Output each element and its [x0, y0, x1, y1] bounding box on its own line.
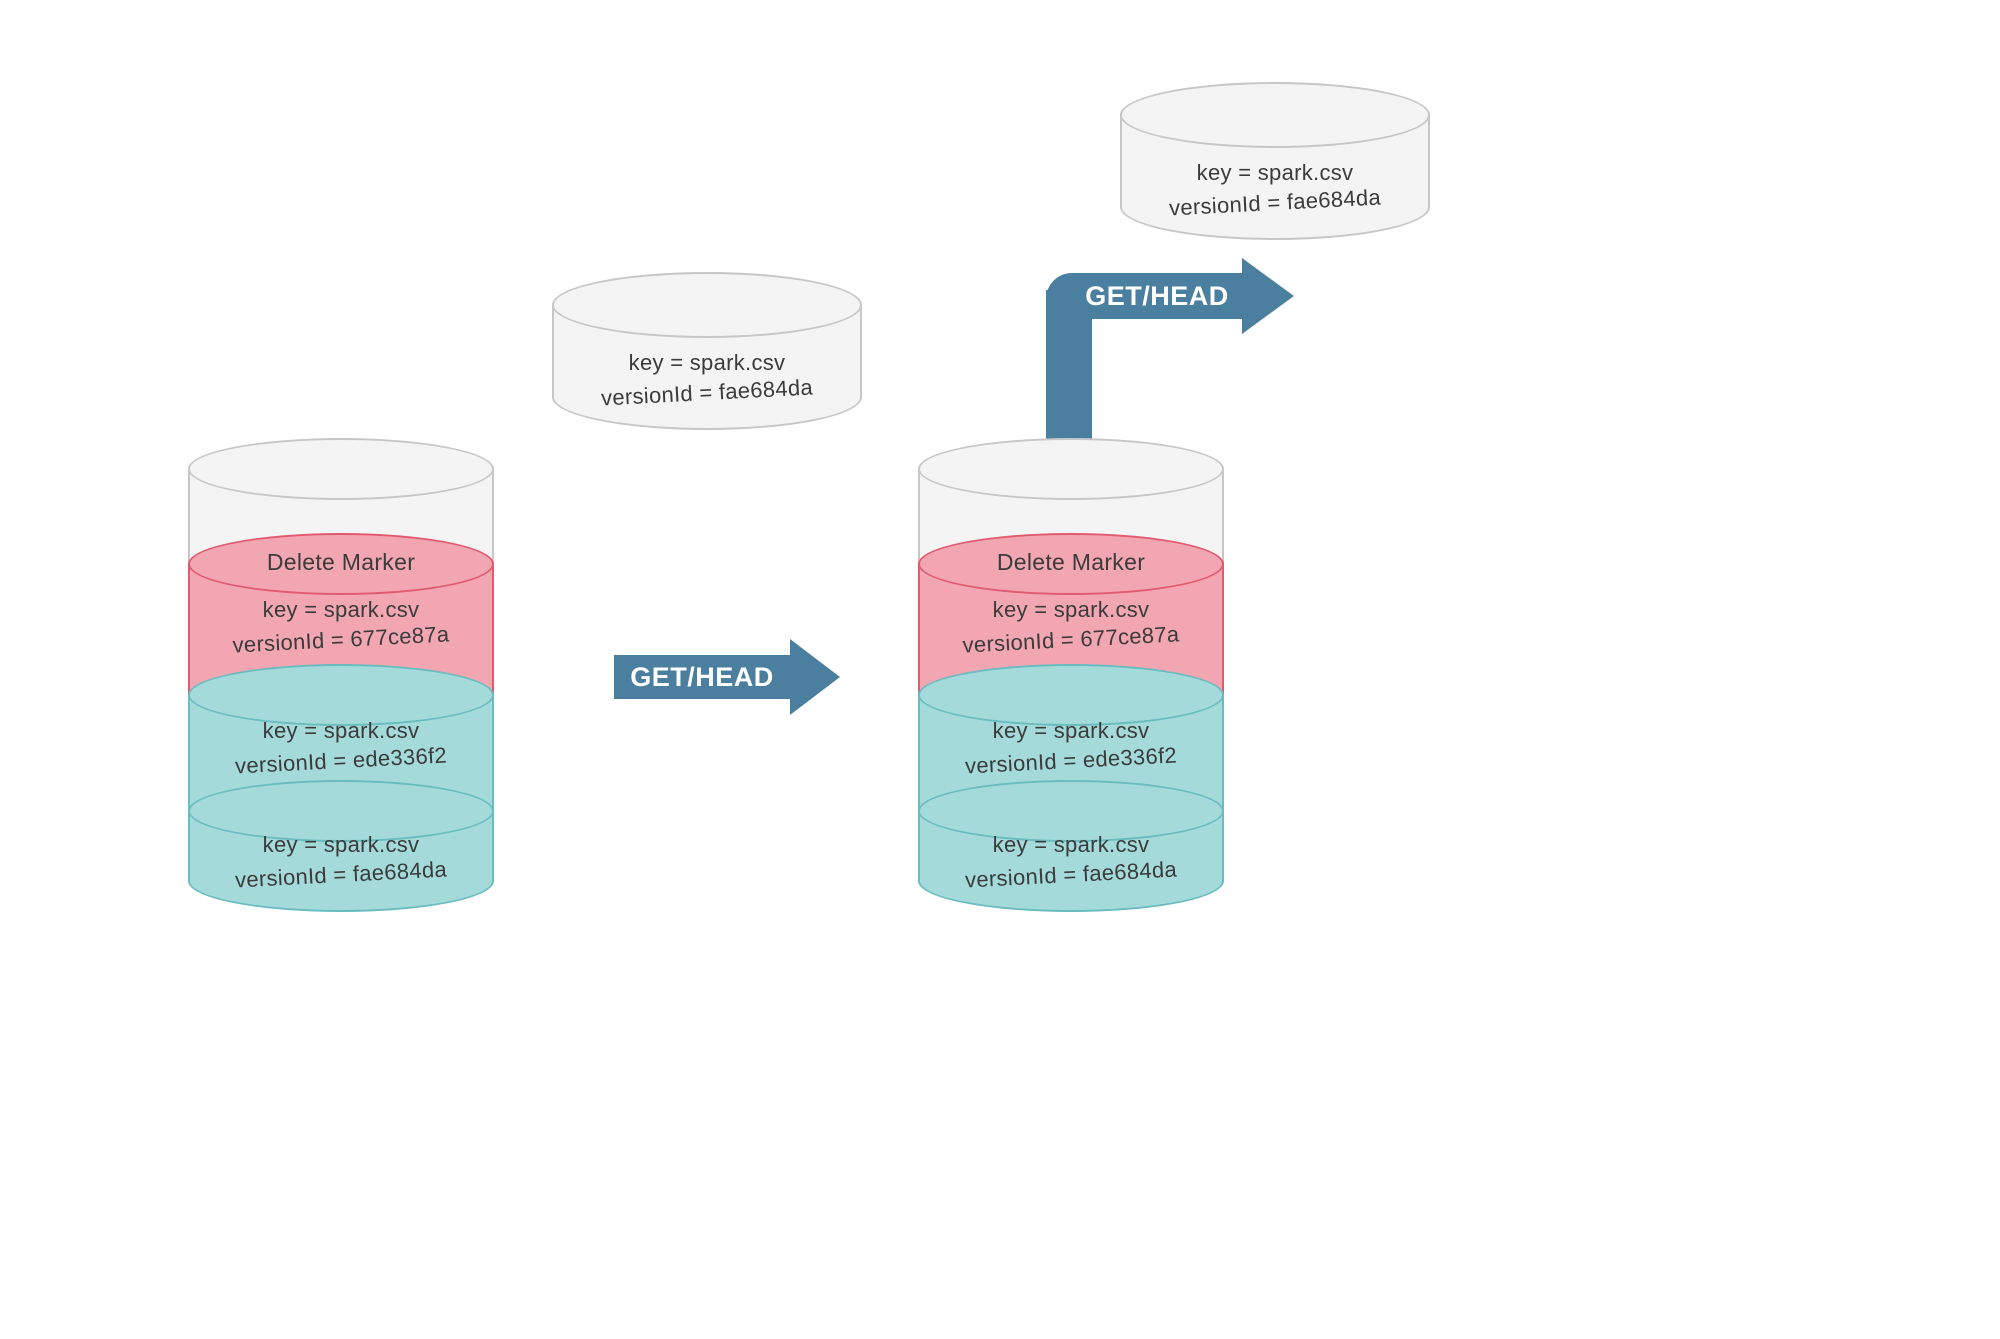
object-key: key = spark.csv — [992, 832, 1150, 857]
arrow-body: GET/HEAD — [614, 655, 790, 699]
delete-marker-text: Delete Marker key = spark.csv versionId … — [188, 547, 494, 658]
segment-top-ellipse — [918, 438, 1224, 500]
version-segment: key = spark.csv versionId = fae684da — [918, 780, 1224, 912]
elbow-arrow-horizontal: GET/HEAD — [1046, 273, 1242, 319]
get-head-label-1: GET/HEAD — [630, 661, 774, 692]
delete-marker-text: Delete Marker key = spark.csv versionId … — [918, 547, 1224, 658]
segment-top-ellipse — [188, 438, 494, 500]
segment-top-ellipse — [188, 533, 494, 595]
object-key: key = spark.csv — [1196, 160, 1354, 185]
object-key: key = spark.csv — [992, 597, 1150, 622]
floating-object-cylinder: key = spark.csv versionId = fae684da — [552, 272, 862, 430]
floating-object-text: key = spark.csv versionId = fae684da — [552, 348, 862, 411]
object-key: key = spark.csv — [262, 597, 420, 622]
object-key: key = spark.csv — [992, 718, 1150, 743]
object-key: key = spark.csv — [262, 832, 420, 857]
right-version-stack: Delete Marker key = spark.csv versionId … — [918, 438, 1224, 912]
result-object-cylinder: key = spark.csv versionId = fae684da — [1120, 82, 1430, 240]
segment-top-ellipse — [188, 664, 494, 726]
get-head-label-2: GET/HEAD — [1085, 280, 1229, 311]
segment-top-ellipse — [918, 780, 1224, 842]
left-version-stack: Delete Marker key = spark.csv versionId … — [188, 438, 494, 912]
version-segment: key = spark.csv versionId = fae684da — [188, 780, 494, 912]
result-object-text: key = spark.csv versionId = fae684da — [1120, 158, 1430, 221]
get-head-arrow: GET/HEAD — [614, 639, 840, 715]
delete-marker-label: Delete Marker — [266, 549, 416, 575]
segment-top-ellipse — [918, 664, 1224, 726]
version-text: key = spark.csv versionId = fae684da — [188, 830, 494, 893]
elbow-arrow-head-icon — [1242, 258, 1294, 334]
object-key: key = spark.csv — [628, 350, 786, 375]
version-text: key = spark.csv versionId = ede336f2 — [188, 716, 494, 779]
version-text: key = spark.csv versionId = fae684da — [918, 830, 1224, 893]
cylinder-top-ellipse — [1120, 82, 1430, 148]
cylinder-top-ellipse — [552, 272, 862, 338]
delete-marker-label: Delete Marker — [996, 549, 1146, 575]
version-text: key = spark.csv versionId = ede336f2 — [918, 716, 1224, 779]
segment-top-ellipse — [188, 780, 494, 842]
segment-top-ellipse — [918, 533, 1224, 595]
object-key: key = spark.csv — [262, 718, 420, 743]
arrow-head-icon — [790, 639, 840, 715]
